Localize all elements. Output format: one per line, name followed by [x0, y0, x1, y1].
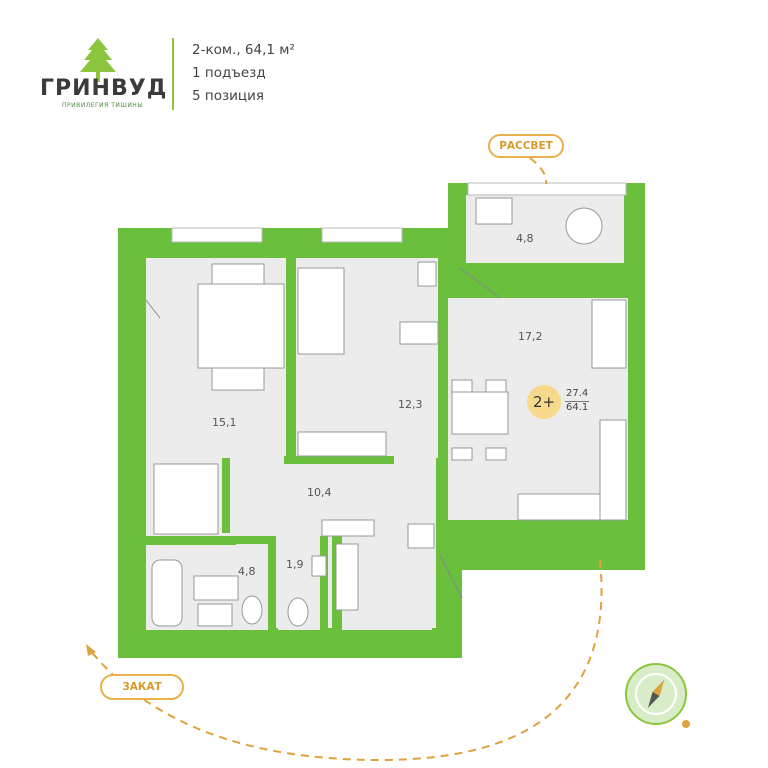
toilet-icon — [241, 595, 263, 625]
sun-path — [89, 157, 603, 762]
wardrobe-icon — [297, 431, 387, 457]
sofa-icon — [297, 267, 345, 355]
compass-icon — [625, 663, 690, 728]
total-area: 64.1 — [566, 402, 589, 413]
desk-icon — [399, 321, 439, 345]
sunset-label: ЗАКАТ — [100, 674, 184, 700]
doors — [145, 267, 501, 599]
windows — [171, 182, 627, 243]
sun-icon — [682, 720, 690, 728]
washer-icon — [193, 575, 239, 601]
kitchen-counter-icon — [599, 419, 627, 521]
balcony-table-icon — [565, 207, 603, 245]
arrow-icon — [86, 644, 96, 656]
header: ГРИНВУД ПРИВИЛЕГИЯ ТИШИНЫ 2-ком., 64,1 м… — [0, 0, 768, 120]
apartment-type-area: 2-ком., 64,1 м² — [192, 42, 295, 58]
bathtub-icon — [151, 559, 183, 627]
dining-table-icon — [451, 391, 509, 435]
area-divider — [565, 401, 589, 402]
room-area-room2: 12,3 — [398, 398, 423, 411]
shoe-rack-icon — [321, 519, 375, 537]
room-area-wc: 1,9 — [286, 558, 304, 571]
sink-icon — [197, 603, 233, 627]
room-area-bedroom: 15,1 — [212, 416, 237, 429]
balcony-chair-icon — [475, 197, 513, 225]
rooms-badge: 2+ — [527, 385, 561, 419]
nightstand-icon — [211, 263, 265, 285]
sunrise-label: РАССВЕТ — [488, 134, 564, 158]
bed-icon — [197, 283, 285, 369]
room-area-balcony: 4,8 — [516, 232, 534, 245]
brand-tagline: ПРИВИЛЕГИЯ ТИШИНЫ — [62, 102, 144, 109]
room-area-hall: 10,4 — [307, 486, 332, 499]
hall-wardrobe-icon — [153, 463, 219, 535]
position-number: 5 позиция — [192, 88, 265, 104]
header-divider — [172, 38, 174, 110]
room-area-bathroom: 4,8 — [238, 565, 256, 578]
tree-icon — [80, 38, 116, 82]
brand-name: ГРИНВУД — [40, 76, 168, 101]
entrance-number: 1 подъезд — [192, 65, 266, 81]
furniture — [151, 197, 627, 627]
room-area-kitchen-living: 17,2 — [518, 330, 543, 343]
living-area: 27.4 — [566, 388, 589, 399]
kitchen-sofa-icon — [591, 299, 627, 369]
